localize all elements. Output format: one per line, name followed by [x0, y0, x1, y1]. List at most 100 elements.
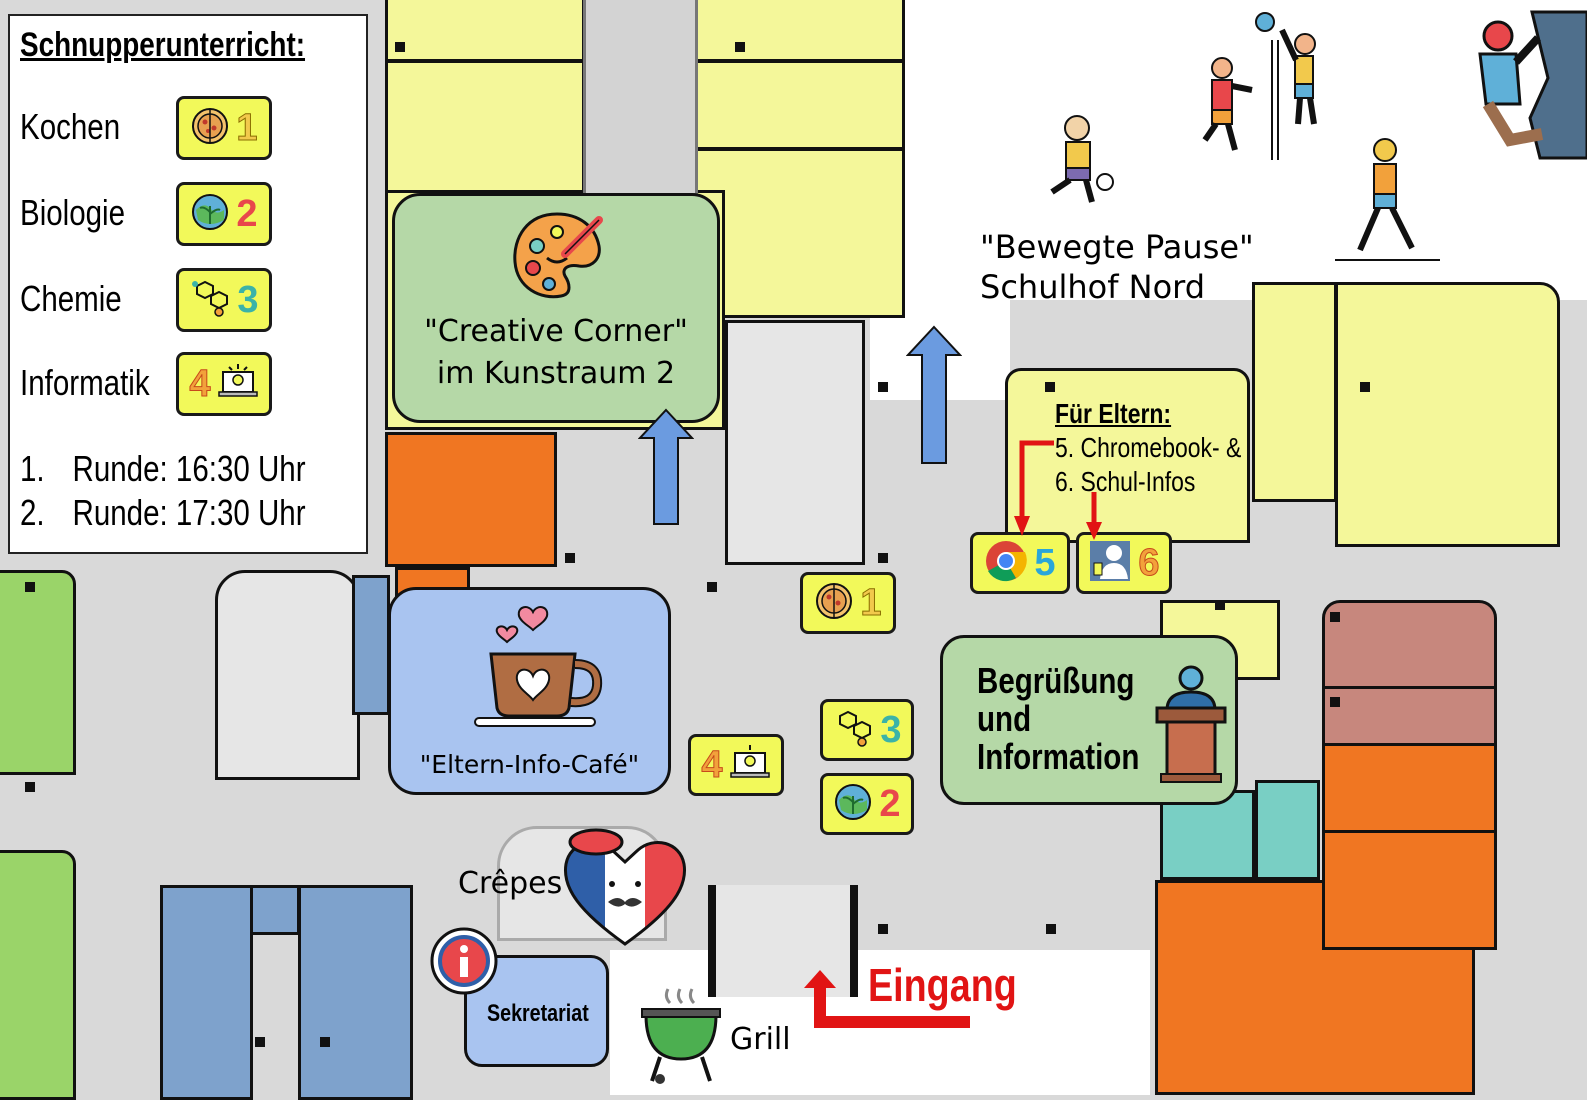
map-badge-informatik[interactable]: 4: [688, 734, 784, 796]
map-badge-kochen[interactable]: 1: [800, 572, 896, 634]
legend-label-kochen: Kochen: [20, 106, 121, 147]
entrance-hall: [708, 885, 858, 997]
red-arrow-schulinfos: [1084, 492, 1104, 547]
room-yellow-4: [695, 60, 905, 150]
room-green-1: [0, 570, 76, 775]
earth-plant-icon: [190, 192, 230, 237]
pillar: [320, 1037, 330, 1047]
schoolyard-line-1: "Bewegte Pause": [980, 228, 1254, 266]
legend-badge-kochen: 1: [176, 96, 272, 160]
legend-number: 1: [236, 106, 258, 149]
room-yellow-right-3: [1335, 282, 1560, 547]
room-blue-4: [352, 575, 390, 715]
info-icon: [428, 925, 500, 1002]
french-heart-icon: [560, 828, 690, 953]
pillar: [255, 1037, 265, 1047]
grill-icon: [640, 985, 722, 1090]
pizza-icon: [814, 581, 854, 626]
welcome-line-2: und: [977, 698, 1032, 739]
parents-line-1: 5. Chromebook- &: [1055, 432, 1242, 463]
legend-number: 4: [189, 362, 211, 405]
palette-icon: [507, 206, 607, 306]
room-yellow-1: [385, 0, 585, 62]
legend-badge-informatik: 4: [176, 352, 272, 416]
pillar: [1045, 382, 1055, 392]
pillar: [25, 782, 35, 792]
room-yellow-5: [695, 148, 905, 318]
round-1: 1. Runde: 16:30 Uhr: [20, 448, 306, 490]
laptop-bulb-icon: [729, 743, 771, 788]
creative-corner-bubble[interactable]: "Creative Corner" im Kunstraum 2: [392, 193, 720, 423]
room-yellow-3: [695, 0, 905, 62]
map-badge-number: 1: [860, 581, 882, 624]
parents-info: Für Eltern: 5. Chromebook- & 6. Schul-In…: [1055, 398, 1275, 498]
direction-arrow-up: [637, 408, 695, 531]
pillar: [878, 382, 888, 392]
cafe-bubble[interactable]: "Eltern-Info-Café": [388, 587, 671, 795]
molecule-icon: [189, 278, 231, 323]
pillar: [1046, 924, 1056, 934]
stairwell-center: [725, 320, 865, 565]
room-orange-5: [1322, 830, 1497, 950]
legend-panel: Schnupperunterricht: Kochen 1 Biologie 2…: [8, 14, 368, 554]
legend-title: Schnupperunterricht:: [20, 26, 306, 64]
map-badge-chromebook[interactable]: 5: [970, 532, 1070, 594]
entrance-label: Eingang: [868, 959, 1017, 1011]
map-badge-number: 2: [879, 782, 901, 825]
room-rose-2: [1322, 686, 1497, 746]
pillar: [878, 553, 888, 563]
welcome-bubble[interactable]: Begrüßung und Information: [940, 635, 1238, 805]
pillar: [878, 924, 888, 934]
coffee-cup-heart-icon: [471, 598, 611, 738]
welcome-line-1: Begrüßung: [977, 660, 1135, 701]
legend-badge-biologie: 2: [176, 182, 272, 246]
hobs-icon: [1088, 539, 1132, 588]
stairwell-left: [215, 570, 360, 780]
legend-label-biologie: Biologie: [20, 192, 126, 233]
grill-label: Grill: [730, 1022, 791, 1057]
map-badge-chemie[interactable]: 3: [820, 699, 914, 761]
room-green-2: [0, 850, 76, 1100]
red-arrow-chromebook: [1012, 440, 1058, 545]
welcome-line-3: Information: [977, 736, 1140, 777]
map-badge-number: 6: [1138, 541, 1160, 584]
pillar: [707, 582, 717, 592]
map-badge-schulinfos[interactable]: 6: [1076, 532, 1172, 594]
pillar: [395, 42, 405, 52]
pillar: [1330, 697, 1340, 707]
round-time: Runde: 16:30 Uhr: [72, 448, 306, 489]
room-orange-1: [385, 432, 557, 567]
climber-icon: [1470, 8, 1587, 160]
pizza-icon: [190, 106, 230, 151]
pillar: [565, 553, 575, 563]
legend-label-informatik: Informatik: [20, 362, 150, 403]
room-rose-1: [1322, 600, 1497, 690]
legend-number: 3: [237, 278, 259, 321]
round-2: 2. Runde: 17:30 Uhr: [20, 492, 306, 534]
outdoor-area-north: [905, 0, 1587, 300]
map-badge-biologie[interactable]: 2: [820, 773, 914, 835]
schoolyard-line-2: Schulhof Nord: [980, 268, 1206, 306]
cafe-label: "Eltern-Info-Café": [419, 750, 640, 779]
round-index: 1.: [20, 448, 45, 489]
legend-label-chemie: Chemie: [20, 278, 122, 319]
round-index: 2.: [20, 492, 45, 533]
room-teal-1: [1255, 780, 1320, 880]
earth-plant-icon: [833, 782, 873, 827]
creative-corner-room: im Kunstraum 2: [436, 356, 676, 391]
room-orange-4: [1155, 880, 1475, 1095]
map-badge-number: 3: [880, 708, 902, 751]
pillar: [735, 42, 745, 52]
room-blue-1: [160, 885, 253, 1100]
crepes-label: Crêpes: [458, 866, 563, 901]
chrome-icon: [984, 539, 1028, 588]
parents-title: Für Eltern:: [1055, 398, 1172, 429]
speaker-podium-icon: [1153, 664, 1229, 789]
direction-arrow-up: [905, 325, 963, 470]
entrance-arrow: [800, 970, 975, 1037]
creative-corner-title: "Creative Corner": [424, 314, 688, 349]
pillar: [25, 582, 35, 592]
parents-line-2: 6. Schul-Infos: [1055, 466, 1196, 497]
room-blue-3: [298, 885, 413, 1100]
map-badge-number: 4: [701, 743, 723, 786]
